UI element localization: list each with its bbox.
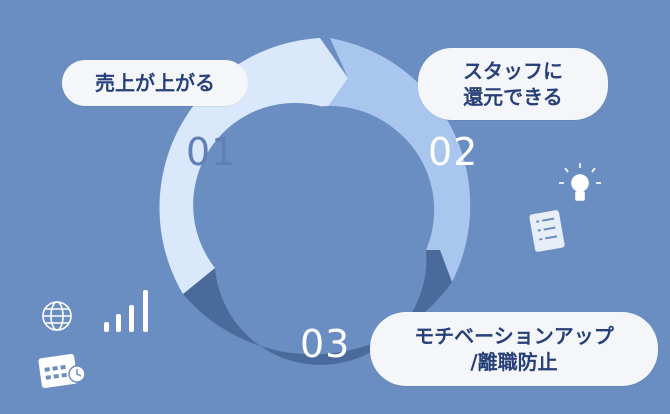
step-03-label: モチベーションアップ /離職防止 [370,312,658,386]
lightbulb-icon [559,163,601,201]
step-02-label: スタッフに 還元できる [418,48,608,120]
step-03-text-line-2: /離職防止 [470,350,558,374]
step-03-number: 03 [300,322,351,366]
step-02-number: 02 [428,130,479,174]
step-02-text-line-1: スタッフに [463,59,563,83]
signal-bars-icon [104,290,148,332]
globe-icon [42,301,72,331]
step-01-number: 01 [186,130,237,174]
step-01-text: 売上が上がる [95,71,215,95]
segment-02 [327,38,471,282]
step-01-label: 売上が上がる [62,60,248,106]
checklist-icon [529,210,565,252]
calendar-icon [38,354,86,388]
cycle-center [228,106,432,310]
step-02-text-line-2: 還元できる [463,85,563,109]
step-03-text-line-1: モチベーションアップ [414,324,614,348]
